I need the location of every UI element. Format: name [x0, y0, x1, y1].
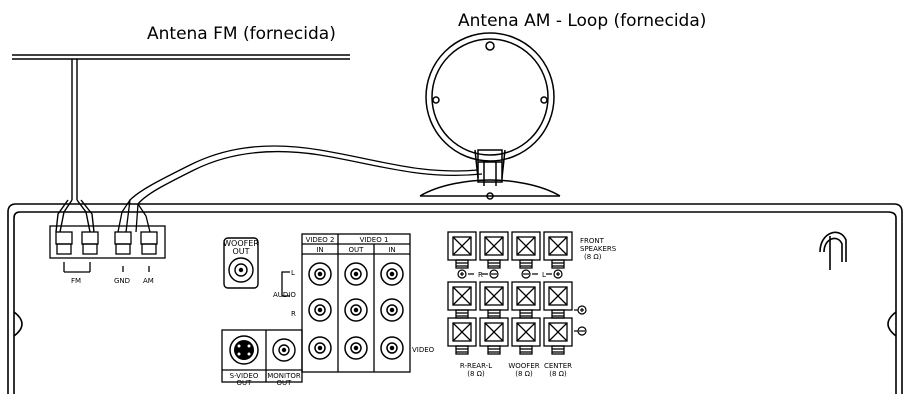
fm-terminal-label: FM [71, 277, 81, 285]
rca-jack [380, 298, 404, 322]
video1-label: VIDEO 1 [360, 236, 389, 244]
center-spk-label-2: (8 Ω) [549, 370, 567, 378]
speaker-terminal [511, 231, 541, 269]
woofer-spk-label-1: WOOFER [508, 362, 539, 370]
speaker-terminal [479, 317, 509, 355]
fm-antenna-label: Antena FM (fornecida) [147, 24, 336, 44]
center-spk-label-1: CENTER [544, 362, 572, 370]
video1-in-label: IN [388, 246, 395, 254]
chassis [7, 203, 903, 394]
rca-jack [380, 262, 404, 286]
front-speakers-label-2: SPEAKERS [580, 245, 617, 253]
polarity-l-label: L [542, 271, 546, 279]
monitor-out-label-1: MONITOR [267, 372, 301, 380]
audio-l-label: L [291, 269, 295, 277]
audio-r-label: R [291, 310, 296, 318]
polarity-row [457, 269, 587, 336]
speaker-terminal [479, 281, 509, 319]
svideo-jack [229, 335, 259, 365]
monitor-out-label-2: OUT [277, 379, 293, 387]
front-speakers-label-1: FRONT [580, 237, 605, 245]
front-speaker-terminals [447, 231, 573, 269]
audio-label: AUDIO [273, 291, 296, 299]
rca-jack [308, 262, 332, 286]
rca-jack [308, 336, 332, 360]
rca-jack [308, 298, 332, 322]
rca-jack [344, 336, 368, 360]
video2-label: VIDEO 2 [306, 236, 335, 244]
speaker-terminal [479, 231, 509, 269]
am-terminal-label: AM [143, 277, 154, 285]
gnd-terminal-label: GND [114, 277, 130, 285]
am-antenna-label: Antena AM - Loop (fornecida) [458, 11, 706, 31]
svideo-monitor-block [221, 329, 303, 383]
video1-out-label: OUT [349, 246, 365, 254]
woofer-spk-label-2: (8 Ω) [515, 370, 533, 378]
speaker-terminal [543, 281, 573, 319]
speaker-terminal [543, 231, 573, 269]
antenna-terminals [49, 225, 166, 273]
am-antenna-cable [117, 145, 483, 233]
rca-jack [344, 262, 368, 286]
polarity-r-label: R [478, 271, 483, 279]
speaker-terminal [447, 281, 477, 319]
rear-label-1: R-REAR-L [460, 362, 492, 370]
speaker-terminal [511, 281, 541, 319]
rear-center-woofer-terminals [447, 281, 573, 355]
video-row-label: VIDEO [412, 346, 435, 354]
video2-in-label: IN [316, 246, 323, 254]
svideo-label-2: OUT [237, 379, 253, 387]
fm-antenna [12, 54, 350, 233]
am-loop-antenna [419, 32, 561, 200]
speaker-terminal [447, 317, 477, 355]
rca-jack [380, 336, 404, 360]
monitor-out-jack [272, 338, 296, 362]
woofer-out-label-1: WOOFER [223, 239, 259, 248]
speaker-terminal [543, 317, 573, 355]
front-speakers-label-3: (8 Ω) [584, 253, 602, 261]
woofer-out-label-2: OUT [232, 247, 249, 256]
rca-jack [344, 298, 368, 322]
av-jack-panel [281, 233, 411, 373]
rear-label-2: (8 Ω) [467, 370, 485, 378]
speaker-terminal [447, 231, 477, 269]
woofer-out-jack [223, 237, 259, 289]
speaker-terminal [511, 317, 541, 355]
rca-jacks [308, 262, 404, 360]
svideo-label-1: S-VIDEO [230, 372, 259, 380]
